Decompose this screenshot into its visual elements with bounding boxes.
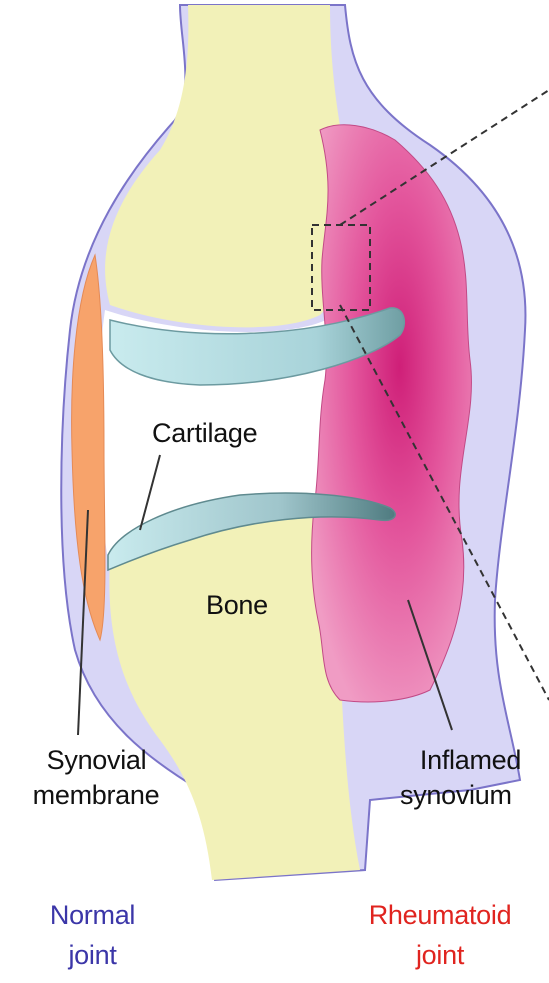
rheumatoid-joint-label-line2: joint xyxy=(340,940,540,970)
synovial-label-line2: membrane xyxy=(10,780,182,810)
inflamed-synovium xyxy=(312,125,472,702)
inflamed-label-line1: Inflamed xyxy=(392,745,549,775)
normal-joint-label-line1: Normal xyxy=(10,900,175,930)
inflamed-label-line2: synovium xyxy=(400,780,512,810)
bone-label: Bone xyxy=(206,590,268,620)
synovial-label-line1: Synovial xyxy=(14,745,179,775)
cartilage-label: Cartilage xyxy=(152,418,257,448)
normal-joint-label-line2: joint xyxy=(10,940,175,970)
rheumatoid-joint-label-line1: Rheumatoid xyxy=(340,900,540,930)
